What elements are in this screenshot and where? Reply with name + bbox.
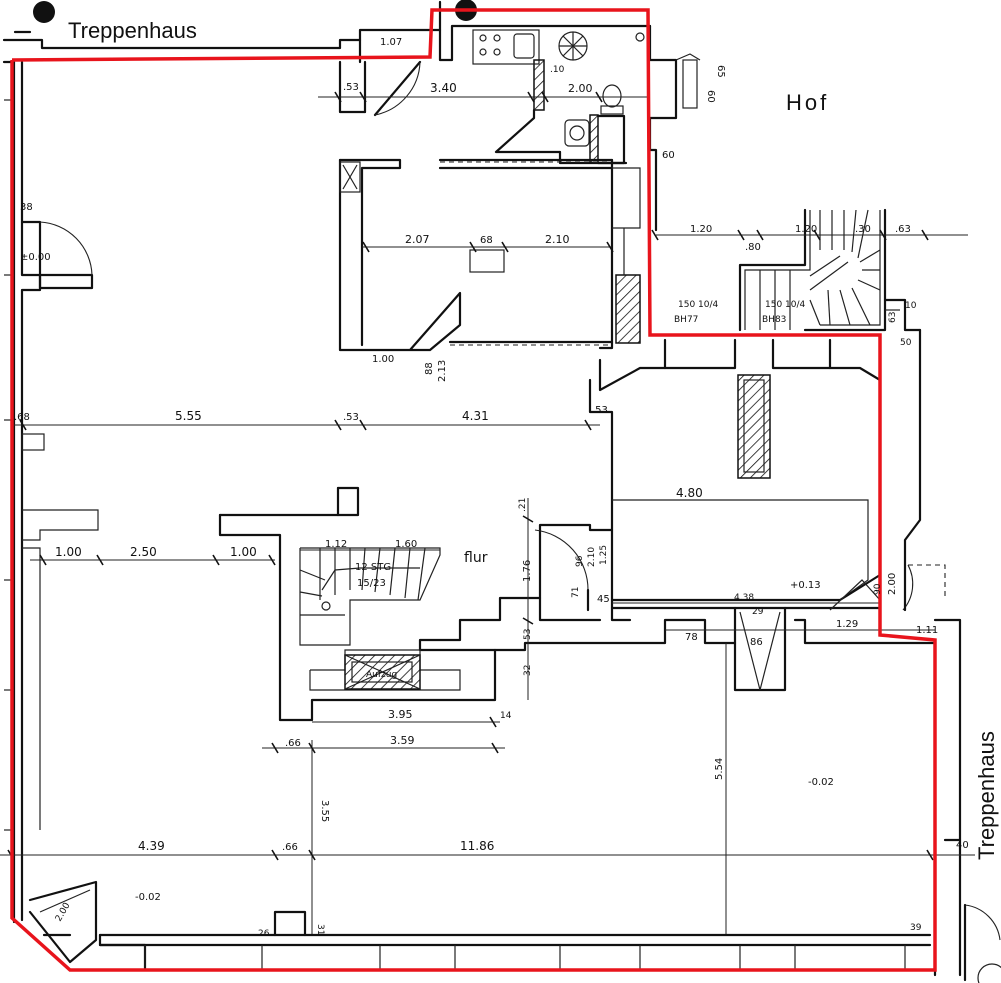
dim-340: 3.40: [430, 81, 457, 95]
dim-14: 14: [500, 711, 512, 721]
stair-count: 12 STG: [355, 562, 391, 573]
label-hof: Hof: [786, 90, 829, 115]
dim-66a: .66: [285, 738, 301, 749]
text-labels: Treppenhaus Hof flur Aufzug Treppenhaus …: [14, 18, 999, 939]
dim-38: 38: [20, 202, 33, 213]
dim-21: .21: [518, 498, 528, 512]
central-staircase: [218, 486, 614, 722]
dim-002a: -0.02: [808, 777, 834, 788]
dimension-lines: [0, 91, 975, 861]
dim-176: 1.76: [522, 560, 533, 582]
bru-2: BH77: [674, 315, 698, 325]
dim-31: 31: [315, 924, 325, 935]
dim-100c: 1.00: [230, 545, 257, 559]
label-treppenhaus-top: Treppenhaus: [68, 18, 197, 43]
dim-53c: .53: [592, 405, 608, 416]
dim-60a: 60: [662, 150, 675, 161]
dim-29: 29: [752, 607, 764, 617]
dim-96: 96: [575, 555, 585, 567]
label-flur: flur: [464, 550, 488, 566]
label-treppenhaus-right: Treppenhaus: [974, 731, 999, 860]
dim-002b: -0.02: [135, 892, 161, 903]
dim-359: 3.59: [390, 734, 415, 747]
dim-200a: 2.00: [568, 82, 593, 95]
dim-66b: .66: [282, 842, 298, 853]
stair-treads-central: [299, 547, 426, 616]
dim-355: 3.55: [319, 800, 330, 822]
central-rooms: [338, 60, 641, 352]
dim-555: 5.55: [175, 409, 202, 423]
dim-213: 2.13: [437, 360, 448, 382]
dim-39: 39: [910, 923, 922, 933]
dim-250: 2.50: [130, 545, 157, 559]
dim-71: 71: [571, 587, 581, 598]
rental-area-outline: [10, 8, 937, 972]
stair-ratio: 15/23: [357, 578, 386, 589]
dim-207: 2.07: [405, 233, 430, 246]
dim-63a: .63: [895, 224, 911, 235]
dim-107: 1.07: [380, 37, 402, 48]
right-exterior: [903, 328, 1001, 983]
top-corridor-walls: [2, 0, 442, 64]
dim-160: 1.60: [395, 539, 417, 550]
dim-395: 3.95: [388, 708, 413, 721]
dim-120b: 1.20: [795, 224, 817, 235]
dim-68b: .68: [14, 412, 30, 423]
stair-treads-courtyard: [759, 209, 881, 330]
dim-86: 86: [750, 637, 763, 648]
dim-439: 4.39: [138, 839, 165, 853]
dim-26: 26: [258, 929, 270, 939]
dim-100b: 1.00: [55, 545, 82, 559]
dim-53b: .53: [343, 412, 359, 423]
dim-10b: 10: [905, 301, 917, 311]
dim-431: 4.31: [462, 409, 489, 423]
label-aufzug: Aufzug: [366, 670, 397, 680]
dim-200b: 2.00: [887, 573, 898, 595]
dim-129: 1.29: [836, 619, 858, 630]
dim-65a: 65: [715, 65, 726, 78]
dim-32: 32: [523, 665, 533, 676]
dim-554: 5.54: [714, 758, 725, 780]
dim-000: ±0.00: [20, 252, 51, 263]
dim-125: 1.25: [599, 545, 609, 565]
dim-50: 50: [900, 338, 912, 348]
door-kitchen: [363, 60, 422, 117]
dim-0013: +0.13: [790, 580, 821, 591]
dim-210b: 2.10: [587, 547, 597, 567]
dim-63b: 63: [888, 312, 898, 323]
dim-120a: 1.20: [690, 224, 712, 235]
dim-90: 90: [873, 583, 883, 595]
dim-480: 4.80: [676, 486, 703, 500]
left-exterior-wall: [4, 60, 99, 924]
dim-53a: .53: [343, 82, 359, 93]
dim-111: 1.11: [916, 625, 938, 636]
dim-60b: 60: [705, 90, 716, 103]
dim-438: 4.38: [734, 593, 754, 603]
dim-78: 78: [685, 632, 698, 643]
door-flur: [534, 529, 602, 622]
dim-10: .10: [550, 65, 565, 75]
dim-100a: 1.00: [372, 354, 394, 365]
dim-68a: 68: [480, 235, 493, 246]
dim-40: 40: [956, 840, 969, 851]
bottom-large-room: [28, 606, 937, 977]
dim-210: 2.10: [545, 233, 570, 246]
dim-80: .80: [745, 242, 761, 253]
dim-1186: 11.86: [460, 839, 494, 853]
dim-112: 1.12: [325, 539, 347, 550]
bru-1: 150 10/4: [678, 300, 719, 310]
dim-88: 88: [424, 362, 435, 375]
door-left-upper: [20, 220, 94, 290]
kitchen-block: [438, 24, 652, 154]
pillar-top-left: [33, 1, 55, 23]
bru-4: BH83: [762, 315, 786, 325]
dim-30: .30: [855, 224, 871, 235]
bru-3: 150 10/4: [765, 300, 806, 310]
right-middle-room: [588, 338, 946, 622]
dim-45: 45: [597, 594, 610, 605]
dim-53d: 53: [523, 629, 533, 640]
